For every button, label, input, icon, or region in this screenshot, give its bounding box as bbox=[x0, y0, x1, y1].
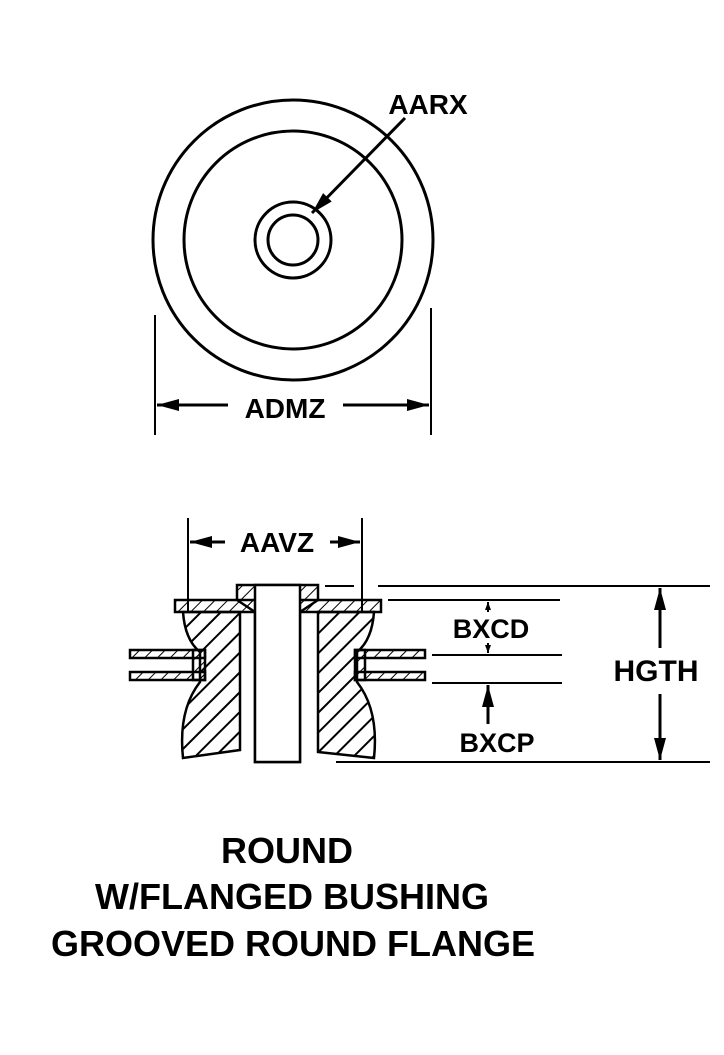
aarx-label: AARX bbox=[388, 89, 468, 120]
aarx-leader bbox=[310, 116, 407, 215]
section-view bbox=[128, 583, 427, 764]
rubber-body-left bbox=[180, 610, 242, 760]
body-circle bbox=[182, 129, 404, 351]
admz-label: ADMZ bbox=[245, 393, 326, 424]
rubber-body-right bbox=[316, 610, 377, 760]
bushing-flange-circle bbox=[253, 200, 333, 280]
bore-circle bbox=[266, 213, 320, 267]
bushing-bore bbox=[253, 583, 302, 764]
bxcp-label: BXCP bbox=[459, 728, 534, 758]
title-line-3: GROOVED ROUND FLANGE bbox=[51, 923, 535, 964]
outer-flange-circle bbox=[151, 98, 435, 382]
aavz-label: AAVZ bbox=[240, 527, 314, 558]
hgth-label: HGTH bbox=[614, 655, 699, 688]
title-line-1: ROUND bbox=[221, 830, 353, 871]
plate-right-clip bbox=[353, 648, 367, 682]
section-dimensions bbox=[187, 518, 710, 763]
plate-left-clip bbox=[191, 648, 207, 682]
bxcd-label: BXCD bbox=[453, 614, 530, 644]
title-line-2: W/FLANGED BUSHING bbox=[95, 876, 489, 917]
top-view bbox=[151, 98, 435, 435]
